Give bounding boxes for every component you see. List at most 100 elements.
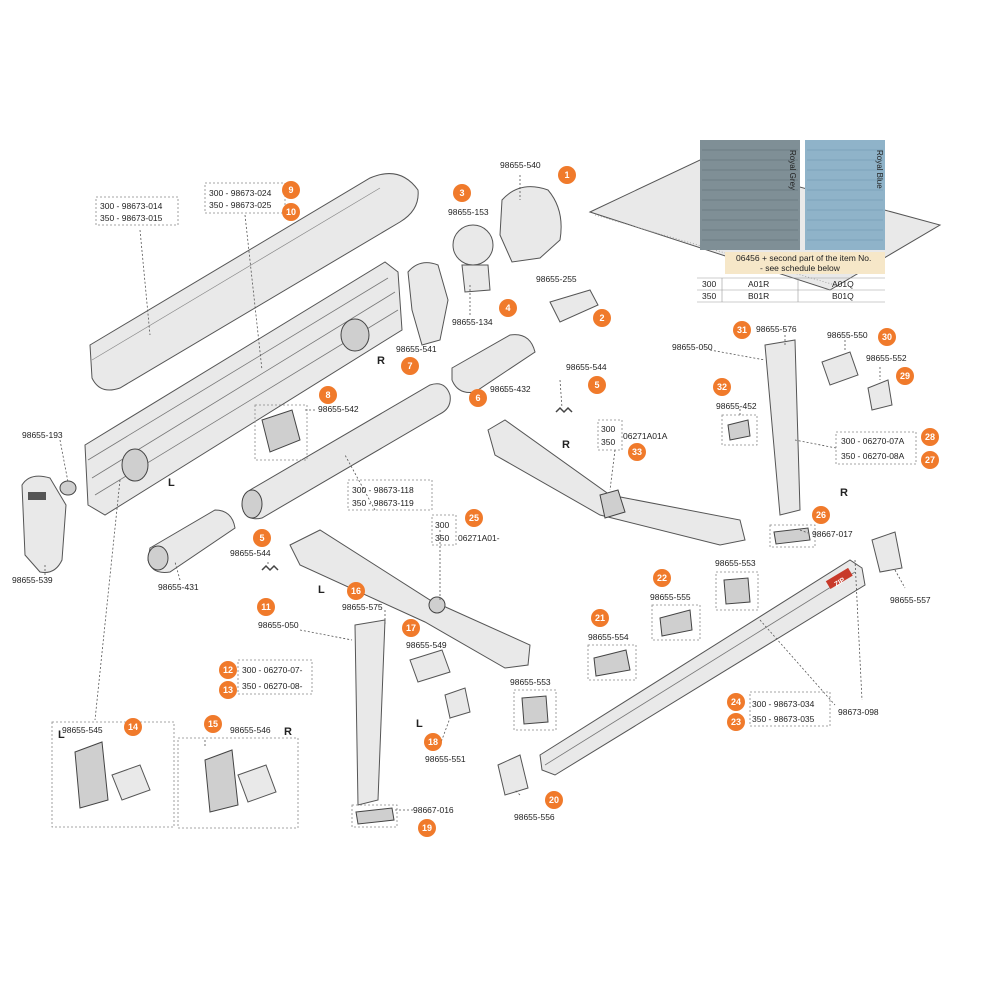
swatch-texture <box>702 149 883 241</box>
leader-lines <box>44 175 906 811</box>
plug-153 <box>452 224 494 293</box>
badge-number: 16 <box>351 586 361 596</box>
badge-number: 30 <box>882 332 892 342</box>
fabric-cell: B01R <box>748 291 769 301</box>
badge-number: 15 <box>208 719 218 729</box>
fabric-cell: A01Q <box>832 279 854 289</box>
gear-255 <box>549 289 599 323</box>
badge-number: 31 <box>737 325 747 335</box>
fabric-cell: B01Q <box>832 291 854 301</box>
badge-number: 2 <box>599 313 604 323</box>
badge-circle <box>219 661 237 679</box>
side-letter: R <box>840 487 848 499</box>
badge-part-code: 98655-432 <box>490 384 531 394</box>
badge-number: 26 <box>816 510 826 520</box>
housing-540 <box>499 186 562 263</box>
side-letter: R <box>284 726 292 738</box>
badge-part-code: 98655-540 <box>500 160 541 170</box>
part-badge-4: 4 98655-134 <box>452 299 517 327</box>
part-number-badges: 198655-540298655-255398655-153498655-134… <box>62 160 939 837</box>
badge-circle <box>628 443 646 461</box>
badge-circle <box>727 713 745 731</box>
part-badge-1: 1 98655-540 <box>500 160 576 184</box>
fabric-cell: 300 <box>702 279 716 289</box>
label-box-23-24 <box>749 691 831 727</box>
label-box-25 <box>431 514 457 546</box>
badge-number: 25 <box>469 513 479 523</box>
badge-part-code: 300 - 98673-024 <box>209 188 272 198</box>
badge-number: 27 <box>925 455 935 465</box>
badge-circle <box>499 299 517 317</box>
label-box-12-13 <box>237 659 313 695</box>
badge-number: 13 <box>223 685 233 695</box>
badge-part-code: 98655-545 <box>62 725 103 735</box>
badge-circle <box>253 529 271 547</box>
badge-circle <box>319 386 337 404</box>
bracket-542 <box>254 404 308 461</box>
badge-circle <box>402 619 420 637</box>
badge-number: 20 <box>549 795 559 805</box>
fabric-note-box <box>725 252 885 274</box>
badge-part-code: 06271A01A <box>623 431 668 441</box>
part-code: 98655-050 <box>672 342 713 352</box>
badge-part-code: 98655-544 <box>566 362 607 372</box>
badge-circle <box>593 309 611 327</box>
lead-bar <box>539 559 866 776</box>
arm-right <box>487 419 746 546</box>
badge-circle <box>219 681 237 699</box>
badge-circle <box>124 718 142 736</box>
badge-circle <box>591 609 609 627</box>
badge-circle <box>727 693 745 711</box>
fabric-cell: 350 <box>702 291 716 301</box>
badge-number: 28 <box>925 432 935 442</box>
side-letter: R <box>562 439 570 451</box>
badge-part-code: 300 - 98673-034 <box>752 699 815 709</box>
fabric-note-line2: - see schedule below <box>760 263 841 273</box>
side-letter: R <box>377 355 385 367</box>
badge-circle <box>282 181 300 199</box>
badge-part-code: 98655-555 <box>650 592 691 602</box>
size-code: 300 <box>435 520 449 530</box>
kit-box-right <box>177 737 299 829</box>
arm-left <box>289 529 531 669</box>
end-cap-left <box>21 475 77 573</box>
badge-circle <box>713 378 731 396</box>
badge-part-code: 98655-556 <box>514 812 555 822</box>
badge-number: 1 <box>564 170 569 180</box>
brand-logo: ZIP <box>834 577 847 589</box>
part-code: 98655-553 <box>510 677 551 687</box>
badge-part-code: 98655-551 <box>425 754 466 764</box>
badge-circle <box>921 428 939 446</box>
clip-553-left <box>513 689 557 731</box>
badge-circle <box>401 357 419 375</box>
handle-550 <box>821 351 859 386</box>
badge-part-code: 98655-549 <box>406 640 447 650</box>
handle-549 <box>409 649 451 683</box>
part-code: 98673-098 <box>838 707 879 717</box>
badge-circle <box>558 166 576 184</box>
badge-number: 11 <box>261 602 271 612</box>
leg-left <box>351 619 398 828</box>
handle-552 <box>867 379 893 411</box>
badge-number: 4 <box>505 303 510 313</box>
label-box-tube <box>95 196 179 226</box>
badge-number: 29 <box>900 371 910 381</box>
swatch-label-blue: Royal Blue <box>875 150 884 189</box>
badge-part-code: 98655-134 <box>452 317 493 327</box>
size-code: 300 <box>601 424 615 434</box>
label-box-118-119 <box>347 479 433 511</box>
badge-part-code: 98655-542 <box>318 404 359 414</box>
cassette-profile <box>84 261 403 516</box>
badge-part-code: 98655-546 <box>230 725 271 735</box>
